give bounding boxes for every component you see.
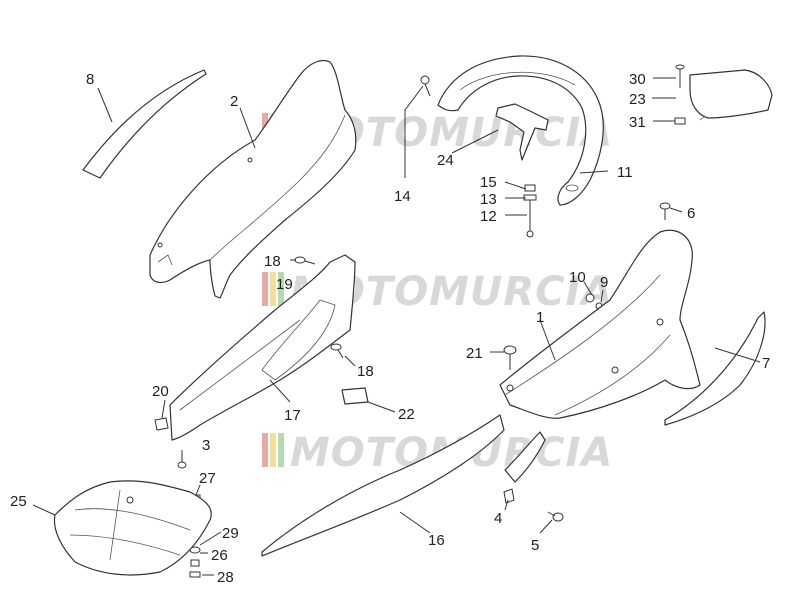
part-31-nut: [674, 117, 686, 125]
part-14-screw: [420, 75, 431, 97]
callout-8: 8: [86, 71, 94, 88]
callout-12: 12: [480, 208, 497, 225]
part-6-screw: [659, 202, 671, 220]
part-3-screw: [177, 461, 187, 469]
part-18-screw-lower: [330, 343, 344, 359]
callout-4: 4: [494, 510, 502, 527]
callout-6: 6: [687, 205, 695, 222]
part-22-pad: [341, 387, 369, 405]
part-18-screw-upper: [294, 256, 316, 265]
callout-13: 13: [480, 191, 497, 208]
leader-lines: [32, 77, 761, 576]
callout-22: 22: [398, 406, 415, 423]
callout-27: 27: [199, 470, 216, 487]
callout-25: 25: [10, 493, 27, 510]
callout-30: 30: [629, 71, 646, 88]
watermark-stripe: [278, 433, 284, 467]
callout-9: 9: [600, 274, 608, 291]
callout-23: 23: [629, 91, 646, 108]
watermark-stripe: [270, 272, 276, 306]
part-5-screw: [547, 511, 564, 522]
callout-numbers: 1 2 3 4 5 6 7 8 9 10 11 12 13 14 15 16 1…: [10, 71, 770, 586]
callout-24: 24: [437, 152, 454, 169]
part-12-13-15-bolt-stack: [523, 184, 537, 238]
part-20-clip: [154, 417, 169, 431]
watermark-stripe: [262, 433, 268, 467]
part-16-lower-side-strip: [261, 414, 546, 557]
part-1-rear-cowl: [499, 229, 701, 419]
watermark-stripe: [278, 272, 284, 306]
part-2-side-panel: [149, 59, 357, 299]
part-24-bracket: [495, 103, 549, 161]
callout-3: 3: [202, 437, 210, 454]
callout-31: 31: [629, 114, 646, 131]
callout-19: 19: [276, 276, 293, 293]
callout-15: 15: [480, 174, 497, 191]
callout-17: 17: [284, 407, 301, 424]
callout-10: 10: [569, 269, 586, 286]
part-25-under-tray: [53, 480, 212, 576]
callout-7: 7: [762, 355, 770, 372]
callout-1: 1: [536, 309, 544, 326]
callout-21: 21: [466, 345, 483, 362]
callout-18-upper: 18: [264, 253, 281, 270]
part-4-clip: [503, 488, 515, 504]
part-11-grab-handle: [437, 55, 604, 206]
callout-5: 5: [531, 537, 539, 554]
callout-14: 14: [394, 188, 411, 205]
callout-2: 2: [230, 93, 238, 110]
part-23-cover-plate: [689, 69, 773, 121]
part-21-screw: [503, 345, 517, 370]
callout-29: 29: [222, 525, 239, 542]
callout-18-lower: 18: [357, 363, 374, 380]
part-30-screw: [675, 64, 685, 88]
callout-11: 11: [617, 164, 633, 181]
part-7-trim-strip: [664, 311, 766, 426]
watermark-stripe: [262, 272, 268, 306]
callout-26: 26: [211, 547, 228, 564]
watermark-stripe: [270, 433, 276, 467]
callout-20: 20: [152, 383, 169, 400]
callout-28: 28: [217, 569, 234, 586]
callout-16: 16: [428, 532, 445, 549]
part-17-floor-side-panel: [169, 254, 356, 441]
part-8-trim-strip: [82, 69, 207, 179]
